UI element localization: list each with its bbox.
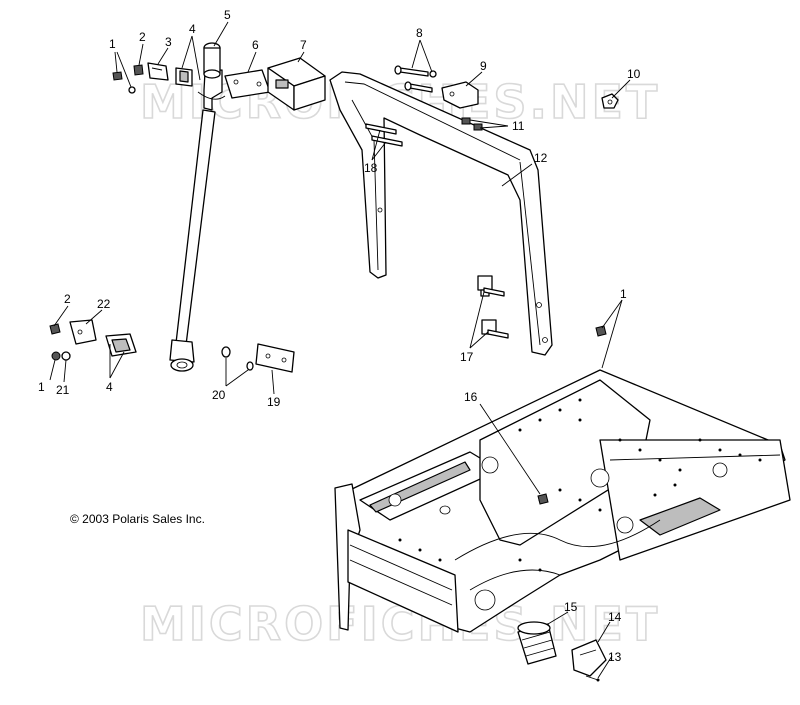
callout-5: 5 (224, 8, 231, 22)
callout-15: 15 (564, 600, 578, 614)
callout-18: 18 (364, 161, 378, 175)
callouts: 1 2 3 4 5 6 7 8 9 10 11 12 18 1 17 16 2 … (38, 8, 641, 664)
callout-22: 22 (97, 297, 111, 311)
callout-1-right: 1 (620, 287, 627, 301)
callout-10: 10 (627, 67, 641, 81)
callout-1-bottom: 1 (38, 380, 45, 394)
bolts-18 (365, 117, 483, 147)
callout-9: 9 (480, 59, 487, 73)
callout-2-top: 2 (139, 30, 146, 44)
bumper-12 (329, 71, 553, 356)
callout-7: 7 (300, 38, 307, 52)
clamp-hardware-top (112, 62, 193, 94)
callout-6: 6 (252, 38, 259, 52)
callout-14: 14 (608, 610, 622, 624)
bracket-9 (441, 81, 479, 109)
clamp-hardware-bottom (49, 319, 137, 361)
callout-16: 16 (464, 390, 478, 404)
callout-3: 3 (165, 35, 172, 49)
boot-15 (517, 621, 557, 665)
leader-lines (49, 21, 631, 679)
chassis-frame (334, 369, 791, 633)
callout-17: 17 (460, 350, 474, 364)
callout-1-top: 1 (109, 37, 116, 51)
bolts-17 (477, 275, 509, 339)
cover-14 (571, 639, 607, 682)
callout-2-bottom: 2 (64, 292, 71, 306)
callout-20: 20 (212, 388, 226, 402)
rivets (398, 398, 762, 572)
block-7 (267, 57, 326, 111)
callout-19: 19 (267, 395, 281, 409)
callout-21: 21 (56, 383, 70, 397)
callout-13: 13 (608, 650, 622, 664)
copyright-text: © 2003 Polaris Sales Inc. (70, 512, 205, 526)
callout-11: 11 (512, 119, 525, 133)
callout-12: 12 (534, 151, 548, 165)
nut-10 (601, 93, 619, 109)
callout-8: 8 (416, 26, 423, 40)
bolts-8 (394, 65, 437, 93)
callout-4-top: 4 (189, 22, 196, 36)
steering-post (169, 42, 226, 372)
nut-1-right (595, 325, 607, 337)
callout-4-bottom: 4 (106, 380, 113, 394)
plate-19 (221, 343, 295, 373)
